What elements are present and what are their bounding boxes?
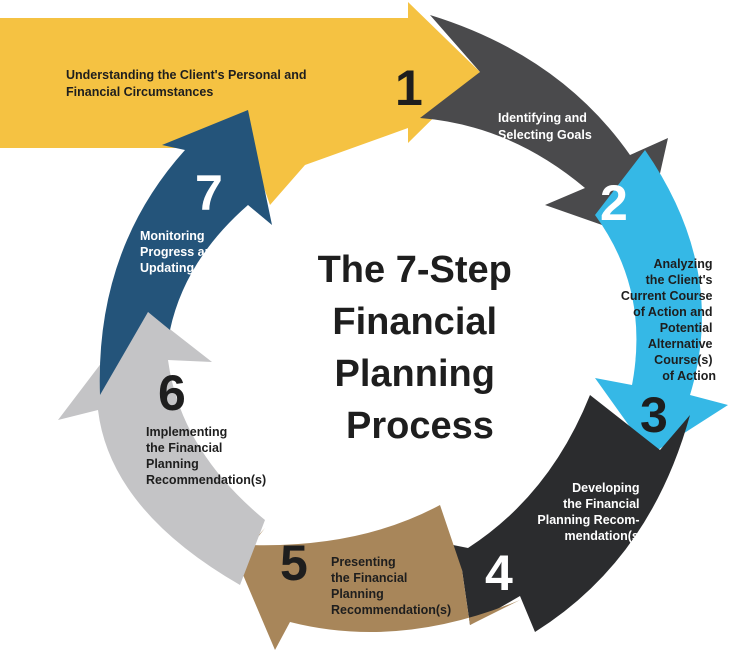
step-1-number: 1	[395, 60, 423, 116]
step-7-label-line: Updating	[140, 261, 194, 275]
step-1-label-line: Understanding the Client's Personal and	[66, 68, 307, 82]
step-3-label: Analyzing the Client's Current Course of…	[621, 257, 716, 383]
step-1-label: Understanding the Client's Personal and …	[66, 68, 310, 99]
step-2-arrow	[420, 15, 668, 240]
step-6-label-line: the Financial	[146, 441, 222, 455]
step-5-label: Presenting the Financial Planning Recomm…	[331, 555, 451, 617]
step-1-arrow	[0, 2, 480, 205]
step-4-label-line: the Financial	[563, 497, 639, 511]
step-7-arrow	[99, 110, 272, 395]
step-3-label-line: the Client's	[646, 273, 713, 287]
step-6-arrow	[58, 312, 265, 585]
step-2-number: 2	[600, 175, 628, 231]
step-4-number: 4	[485, 545, 513, 601]
step-5-number: 5	[280, 535, 308, 591]
step-4-arrow	[428, 395, 690, 632]
title-line: Planning	[334, 353, 494, 395]
step-5-arrow	[238, 505, 520, 650]
step-2-label-line: Identifying and	[498, 111, 587, 125]
step-3-label-line: Current Course	[621, 289, 713, 303]
step-3-label-line: Alternative	[648, 337, 713, 351]
step-5-label-line: the Financial	[331, 571, 407, 585]
step-2-label: Identifying and Selecting Goals	[498, 111, 592, 142]
step-3-number: 3	[640, 387, 668, 443]
center-circle	[250, 185, 550, 485]
step-4-label-line: Developing	[572, 481, 639, 495]
diagram-title: The 7-Step Financial Planning Process	[318, 249, 523, 447]
step-5-label-line: Presenting	[331, 555, 396, 569]
step-3-arrow	[595, 150, 728, 455]
step-7-label: Monitoring Progress and Updating	[140, 229, 223, 275]
step-7-number: 7	[195, 165, 223, 221]
step-3-label-line: of Action and	[633, 305, 712, 319]
step-2-label-line: Selecting Goals	[498, 128, 592, 142]
title-line: Process	[346, 405, 494, 447]
step-1-label-line: Financial Circumstances	[66, 85, 213, 99]
step-3-label-line: Analyzing	[653, 257, 712, 271]
title-line: The 7-Step	[318, 249, 512, 291]
step-5-label-line: Recommendation(s)	[331, 603, 451, 617]
step-7-label-line: Progress and	[140, 245, 220, 259]
step-6-label-line: Planning	[146, 457, 199, 471]
step-7-label-line: Monitoring	[140, 229, 205, 243]
title-line: Financial	[332, 301, 497, 343]
step-5-label-line: Planning	[331, 587, 384, 601]
step-4-label-line: mendation(s)	[565, 529, 643, 543]
step-6-label: Implementing the Financial Planning Reco…	[146, 425, 266, 487]
step-3-label-line: of Action	[662, 369, 716, 383]
step-3-label-line: Course(s)	[654, 353, 712, 367]
step-6-label-line: Recommendation(s)	[146, 473, 266, 487]
step-4-label: Developing the Financial Planning Recom-…	[537, 481, 643, 543]
step-6-number: 6	[158, 365, 186, 421]
step-6-label-line: Implementing	[146, 425, 227, 439]
step-4-label-line: Planning Recom-	[537, 513, 639, 527]
step-3-label-line: Potential	[660, 321, 713, 335]
